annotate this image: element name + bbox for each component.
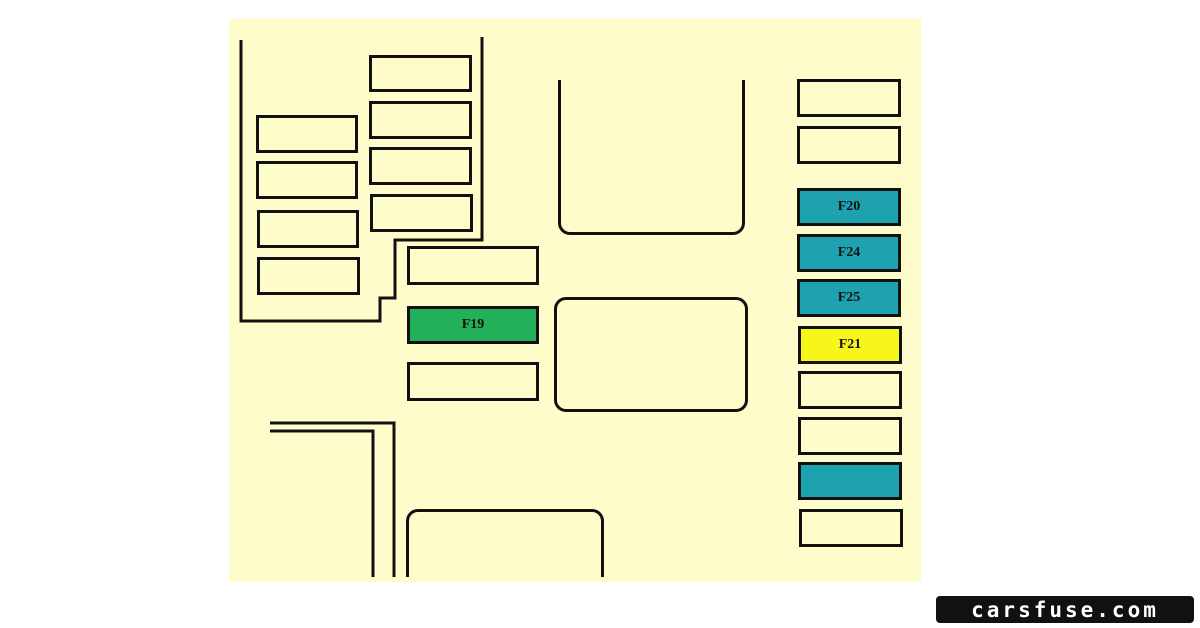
relay-top-center [558, 80, 745, 235]
fuse-f25: F25 [797, 279, 901, 317]
fuse-f21: F21 [798, 326, 902, 364]
fuse-slot [369, 147, 472, 185]
relay-bottom-center [406, 509, 604, 577]
fuse-slot [257, 210, 359, 248]
fuse-slot [797, 126, 901, 164]
fuse-f20: F20 [797, 188, 901, 226]
fuse-f24: F24 [797, 234, 901, 272]
fuse-slot [256, 115, 358, 153]
fuse-f19-label: F19 [461, 317, 485, 332]
fuse-slot [369, 55, 472, 92]
lower-left-outer-line [270, 421, 396, 577]
upper-left-enclosure-line [239, 37, 484, 323]
fuse-slot [407, 246, 539, 285]
lower-left-inner-line [270, 429, 375, 577]
fuse-slot [370, 194, 473, 232]
fuse-slot [256, 161, 358, 199]
relay-middle-center [554, 297, 748, 412]
fuse-unlabeled-teal [798, 462, 902, 500]
fuse-slot [407, 362, 539, 401]
fuse-f25-label: F25 [837, 290, 861, 305]
fuse-slot [798, 417, 902, 455]
fuse-slot [257, 257, 360, 295]
fuse-slot [798, 371, 902, 409]
fuse-f21-label: F21 [838, 337, 862, 352]
fuse-f20-label: F20 [837, 199, 861, 214]
fuse-slot [797, 79, 901, 117]
fuse-slot [369, 101, 472, 139]
fuse-f19: F19 [407, 306, 539, 344]
fuse-slot [799, 509, 903, 547]
watermark-text: carsfuse.com [971, 597, 1159, 622]
fuse-f24-label: F24 [837, 245, 861, 260]
carsfuse-watermark: carsfuse.com [936, 596, 1194, 623]
